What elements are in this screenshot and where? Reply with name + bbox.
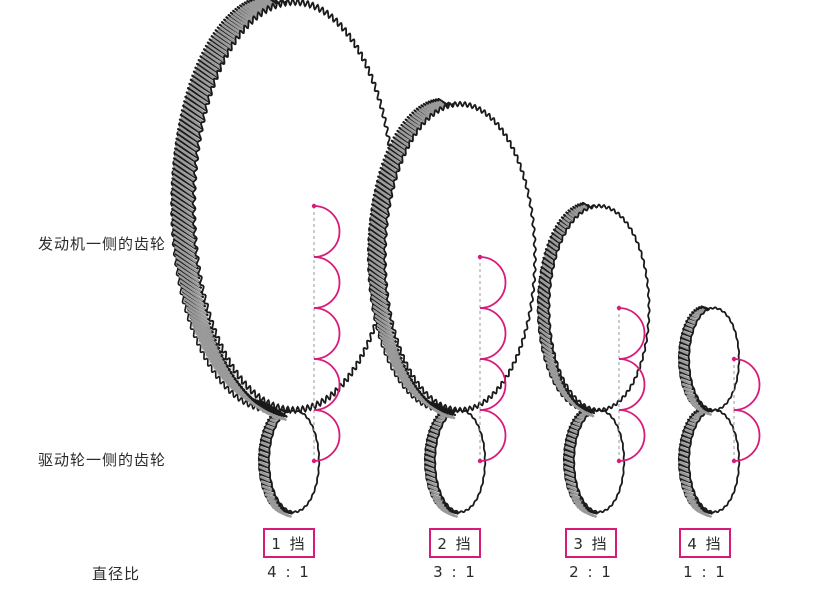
diameter-ratio-label: 直径比 bbox=[92, 565, 141, 583]
gear-1-radius-dot bbox=[311, 458, 317, 464]
gear-pair-1 bbox=[170, 0, 397, 518]
gear-3-ratio: 2 : 1 bbox=[569, 563, 613, 581]
gear-3-radius-dot bbox=[616, 305, 622, 311]
gear-2-engine-arc bbox=[479, 307, 507, 360]
gear-2-wheel bbox=[423, 407, 487, 518]
gear-1-engine-arc bbox=[313, 358, 341, 411]
engine-side-label: 发动机一侧的齿轮 bbox=[38, 235, 167, 253]
gear-2-engine-arc bbox=[479, 256, 507, 309]
gear-4-ratio: 1 : 1 bbox=[683, 563, 727, 581]
gear-1-label: 1 挡 bbox=[263, 528, 315, 558]
gear-pair-3 bbox=[536, 201, 651, 518]
gear-4-wheel-face bbox=[687, 408, 741, 514]
gear-3-engine-face bbox=[547, 203, 651, 413]
gear-2-ratio: 3 : 1 bbox=[433, 563, 477, 581]
gear-2-engine bbox=[366, 97, 537, 420]
gear-3-label: 3 挡 bbox=[565, 528, 617, 558]
gear-2-wheel-face bbox=[433, 408, 487, 514]
gear-pair-2 bbox=[366, 97, 537, 518]
gear-1-engine-face bbox=[191, 0, 397, 415]
gear-1-wheel bbox=[257, 407, 321, 518]
gear-3-wheel-face bbox=[572, 408, 626, 514]
gear-1-radius-dot bbox=[311, 203, 317, 209]
gear-1-wheel-face bbox=[267, 408, 321, 514]
gear-4-radius-dot bbox=[731, 458, 737, 464]
gear-4-engine-face bbox=[687, 306, 741, 412]
gear-4-label: 4 挡 bbox=[679, 528, 731, 558]
gear-4-engine-arc bbox=[733, 358, 761, 411]
gear-1-ratio: 4 : 1 bbox=[267, 563, 311, 581]
wheel-side-label: 驱动轮一侧的齿轮 bbox=[38, 451, 167, 469]
gear-2-radius-dot bbox=[477, 254, 483, 260]
gear-2-engine-arc bbox=[479, 358, 507, 411]
gear-4-radius-dot bbox=[731, 356, 737, 362]
gear-3-radius-dot bbox=[616, 458, 622, 464]
gear-pair-4 bbox=[677, 305, 761, 518]
gear-3-wheel-arc bbox=[618, 409, 646, 462]
gear-2-wheel-arc bbox=[479, 409, 507, 462]
gear-1-engine bbox=[170, 0, 397, 421]
gear-4-wheel bbox=[677, 407, 741, 518]
gear-4-wheel-arc bbox=[733, 409, 761, 462]
gear-3-wheel bbox=[562, 407, 626, 518]
gear-2-engine-face bbox=[383, 100, 537, 414]
gear-1-engine-arc bbox=[313, 205, 341, 258]
gear-3-engine-arc bbox=[618, 307, 646, 360]
gear-2-radius-dot bbox=[477, 458, 483, 464]
gear-1-engine-arc bbox=[313, 307, 341, 360]
gear-4-engine bbox=[677, 305, 741, 416]
gear-1-engine-arc bbox=[313, 256, 341, 309]
gear-3-engine-arc bbox=[618, 358, 646, 411]
gear-1-wheel-arc bbox=[313, 409, 341, 462]
gear-3-engine bbox=[536, 201, 651, 418]
gear-2-label: 2 挡 bbox=[429, 528, 481, 558]
